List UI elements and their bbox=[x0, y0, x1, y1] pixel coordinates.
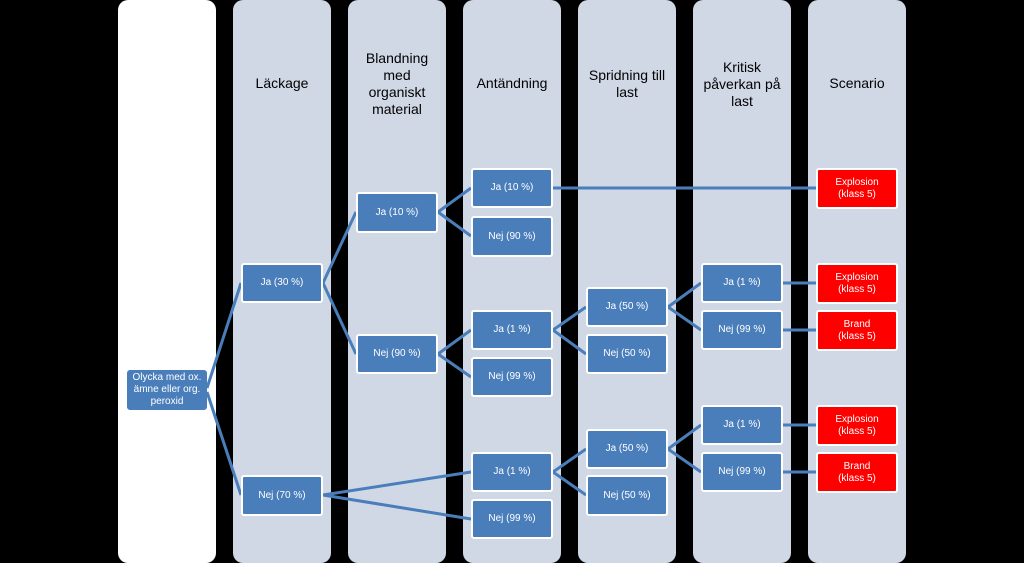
node-spridning-ja-2: Ja (50 %) bbox=[586, 429, 668, 469]
edge-lackja-blandja bbox=[321, 211, 358, 284]
edge-lacknej-ant3nej bbox=[322, 493, 472, 521]
edge-sprid2ja-krit2nej bbox=[667, 447, 702, 474]
node-spridning-ja-1: Ja (50 %) bbox=[586, 287, 668, 327]
edge-sprid2ja-krit2ja bbox=[667, 423, 702, 451]
edge-ant2ja-sprid1ja bbox=[552, 305, 587, 332]
edge-lackja-blandnej bbox=[321, 282, 358, 355]
edge-root-lackja bbox=[205, 282, 243, 389]
edge-ant2ja-sprid1nej bbox=[552, 328, 587, 356]
edge-ant3ja-sprid2nej bbox=[552, 470, 587, 497]
node-scenario-explosion-3: Explosion (klass 5) bbox=[816, 405, 898, 446]
header-blandning: Blandning med organiskt material bbox=[365, 50, 429, 117]
node-blandning-nej: Nej (90 %) bbox=[356, 334, 438, 374]
node-spridning-nej-2: Nej (50 %) bbox=[586, 475, 668, 516]
node-kritisk-ja-2: Ja (1 %) bbox=[701, 405, 783, 445]
header-kritisk: Kritisk påverkan på last bbox=[703, 59, 781, 109]
edge-root-lacknej bbox=[205, 391, 243, 496]
edge-blandnej-ant2nej bbox=[437, 352, 472, 379]
node-scenario-brand-2: Brand (klass 5) bbox=[816, 452, 898, 493]
column-blandning: Blandning med organiskt material bbox=[348, 0, 446, 563]
header-scenario: Scenario bbox=[829, 75, 885, 91]
edge-sprid1ja-krit1ja bbox=[667, 281, 702, 309]
node-kritisk-nej-2: Nej (99 %) bbox=[701, 452, 783, 492]
edge-sprid1ja-krit1nej bbox=[667, 305, 702, 332]
node-blandning-ja: Ja (10 %) bbox=[356, 192, 438, 233]
edge-lacknej-ant3ja bbox=[322, 470, 472, 497]
node-scenario-explosion-2: Explosion (klass 5) bbox=[816, 263, 898, 304]
node-antandning-nej-2: Nej (99 %) bbox=[471, 357, 553, 397]
node-scenario-explosion-1: Explosion (klass 5) bbox=[816, 168, 898, 209]
node-antandning-nej-3: Nej (99 %) bbox=[471, 499, 553, 539]
node-antandning-nej-1: Nej (90 %) bbox=[471, 216, 553, 257]
edge-blandja-ant1nej bbox=[437, 210, 472, 238]
column-spridning: Spridning till last bbox=[578, 0, 676, 563]
node-spridning-nej-1: Nej (50 %) bbox=[586, 334, 668, 374]
node-antandning-ja-1: Ja (10 %) bbox=[471, 168, 553, 208]
node-antandning-ja-3: Ja (1 %) bbox=[471, 452, 553, 492]
edge-blandnej-ant2ja bbox=[437, 328, 472, 356]
node-lackage-ja: Ja (30 %) bbox=[241, 263, 323, 303]
header-lackage: Läckage bbox=[255, 75, 309, 91]
node-kritisk-nej-1: Nej (99 %) bbox=[701, 310, 783, 350]
node-scenario-brand-1: Brand (klass 5) bbox=[816, 310, 898, 351]
start-column bbox=[118, 0, 216, 563]
node-kritisk-ja-1: Ja (1 %) bbox=[701, 263, 783, 303]
node-antandning-ja-2: Ja (1 %) bbox=[471, 310, 553, 350]
edge-blandja-ant1ja bbox=[437, 186, 472, 214]
header-antandning: Antändning bbox=[476, 75, 548, 91]
root-node: Olycka med ox. ämne eller org. peroxid bbox=[127, 370, 207, 410]
header-spridning: Spridning till last bbox=[588, 67, 666, 100]
node-lackage-nej: Nej (70 %) bbox=[241, 475, 323, 516]
edge-ant3ja-sprid2ja bbox=[552, 447, 587, 474]
